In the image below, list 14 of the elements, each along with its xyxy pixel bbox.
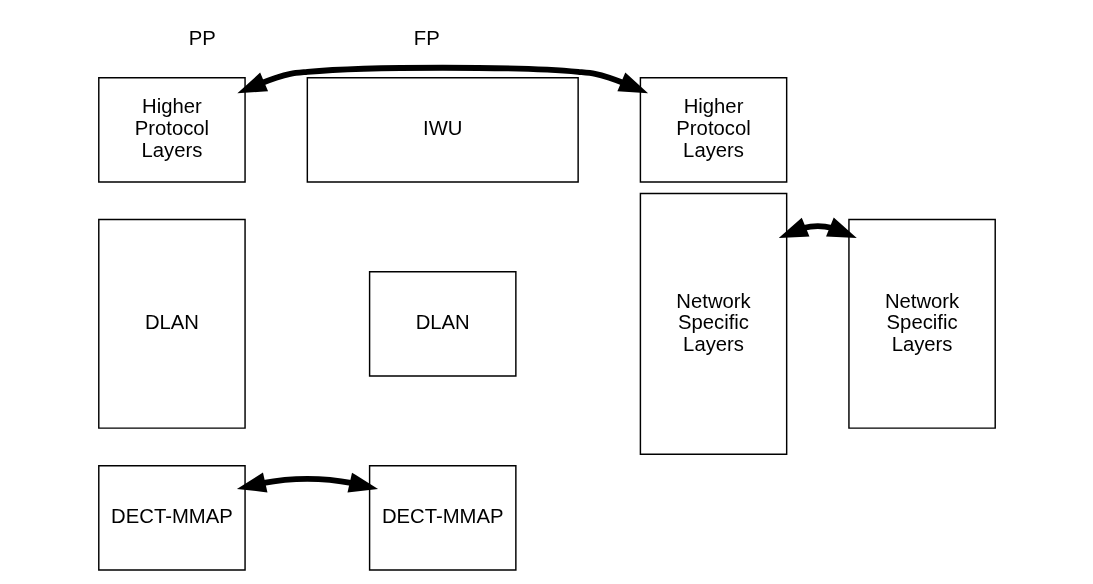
label: FP <box>413 27 440 50</box>
arrow <box>236 472 378 493</box>
node-box: DECT-MMAP <box>97 465 246 571</box>
node-box: IWU <box>306 76 579 183</box>
node-box: Network Specific Layers <box>847 218 996 429</box>
node-box: DLAN <box>97 218 246 429</box>
node-box: Higher Protocol Layers <box>639 76 787 183</box>
node-box: DECT-MMAP <box>368 465 517 571</box>
arrow <box>778 217 857 239</box>
node-box: Higher Protocol Layers <box>97 76 246 183</box>
node-box: Network Specific Layers <box>639 192 787 455</box>
node-box: DLAN <box>368 271 517 377</box>
label: PP <box>188 27 216 50</box>
arrow <box>236 64 648 94</box>
